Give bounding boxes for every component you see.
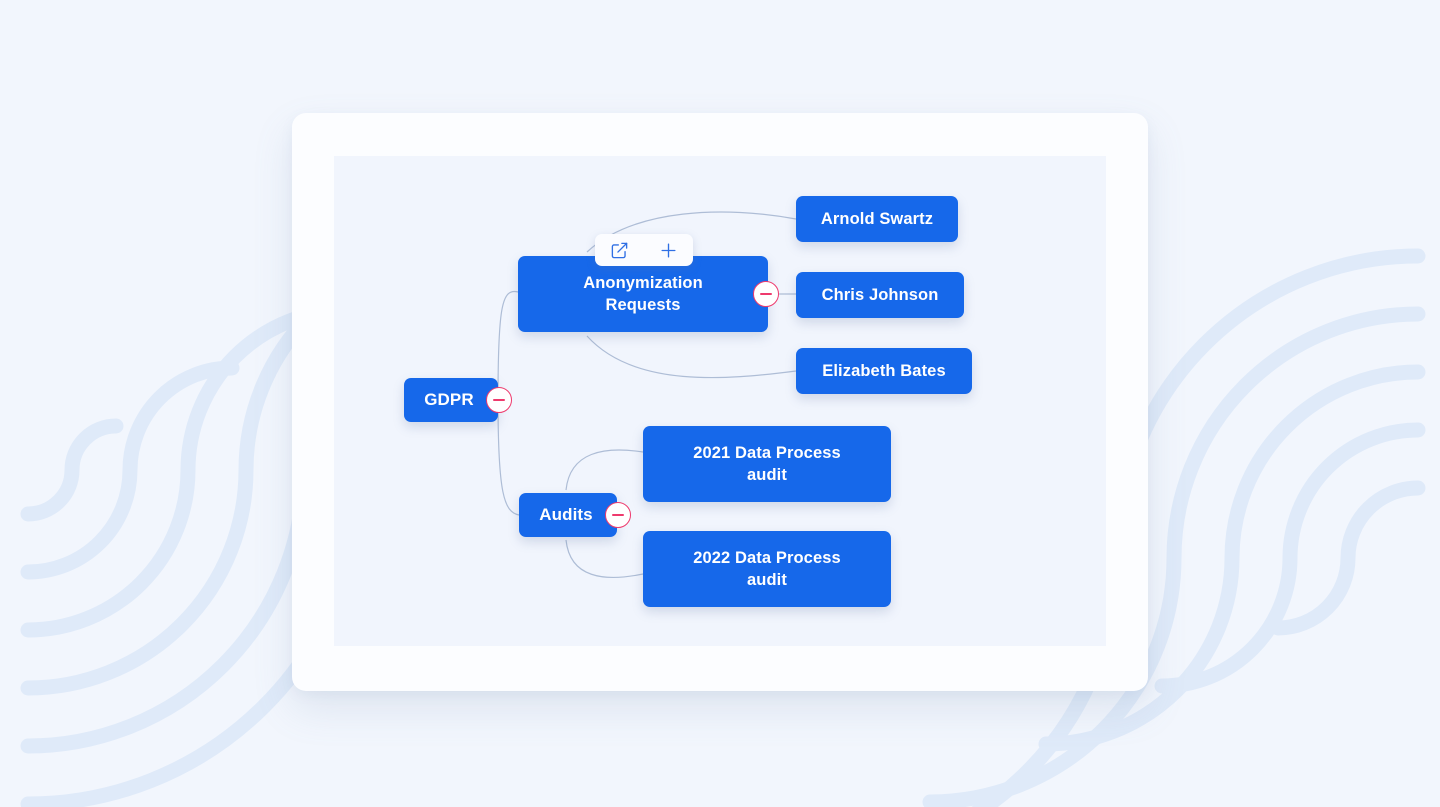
collapse-toggle-audits[interactable]: [605, 502, 631, 528]
mindmap-node-chris-johnson[interactable]: Chris Johnson: [796, 272, 964, 318]
mindmap-node-gdpr[interactable]: GDPR: [404, 378, 498, 422]
connector-gdpr-audits: [497, 399, 520, 516]
collapse-toggle-anonymization-requests[interactable]: [753, 281, 779, 307]
connector-audits-2022: [565, 539, 644, 579]
collapse-toggle-gdpr[interactable]: [486, 387, 512, 413]
connector-gdpr-anonymization: [497, 290, 519, 401]
mindmap-node-2022-data-process-audit[interactable]: 2022 Data Process audit: [643, 531, 891, 607]
edit-square-icon[interactable]: [603, 237, 637, 263]
mindmap-node-elizabeth-bates[interactable]: Elizabeth Bates: [796, 348, 972, 394]
mindmap-node-arnold-swartz[interactable]: Arnold Swartz: [796, 196, 958, 242]
mindmap-canvas[interactable]: GDPR Anonymization Requests Arnold Swart…: [334, 156, 1106, 646]
connector-audits-2021: [565, 449, 644, 491]
plus-icon[interactable]: [652, 237, 686, 263]
connector-anon-elizabeth: [586, 335, 797, 379]
node-toolbar[interactable]: [595, 234, 693, 266]
mindmap-node-anonymization-requests[interactable]: Anonymization Requests: [518, 256, 768, 332]
mindmap-node-2021-data-process-audit[interactable]: 2021 Data Process audit: [643, 426, 891, 502]
mindmap-node-audits[interactable]: Audits: [519, 493, 617, 537]
